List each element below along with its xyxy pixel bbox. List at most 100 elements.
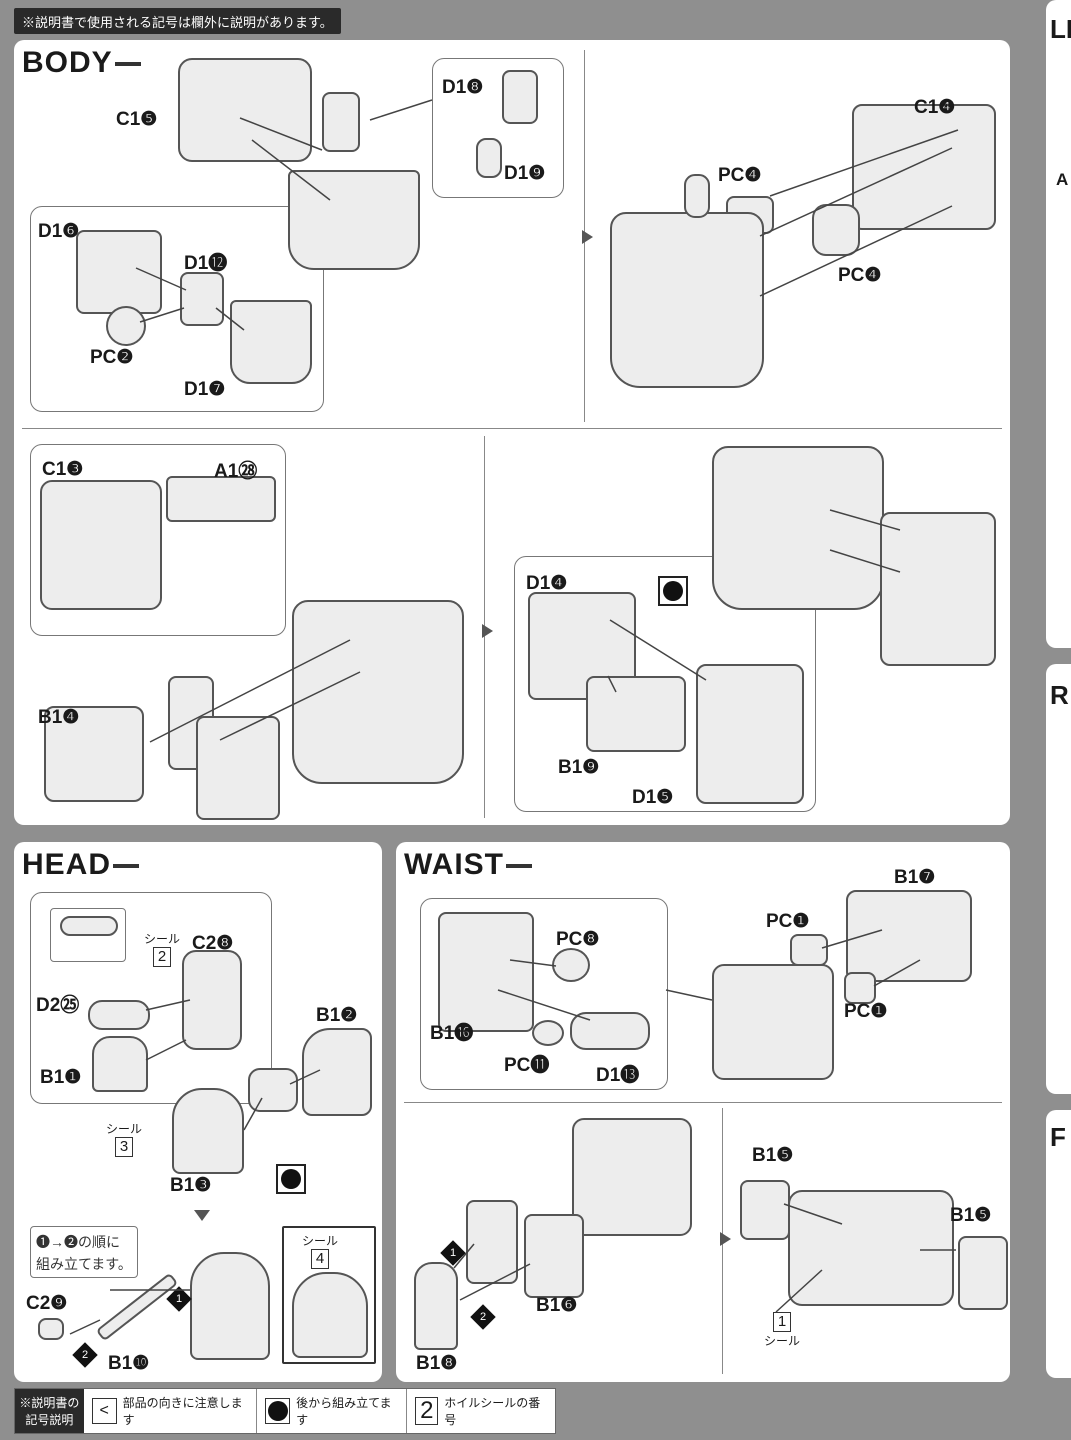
d19-part xyxy=(476,138,502,178)
strip-title-legs: LI xyxy=(1050,14,1071,44)
pc11-part xyxy=(532,1020,564,1046)
sticker-4-number: 4 xyxy=(311,1249,329,1269)
label-b16: B1❻ xyxy=(536,1295,578,1316)
label-d17: D1❼ xyxy=(184,379,226,400)
step-arrow-head xyxy=(194,1210,210,1221)
c15-part xyxy=(178,58,312,162)
torso-back-part xyxy=(712,446,884,610)
build-later-icon-head xyxy=(276,1164,306,1194)
label-b11: B1❶ xyxy=(40,1067,82,1088)
build-later-icon xyxy=(265,1398,291,1424)
label-pc1-lower: PC❶ xyxy=(844,1001,888,1022)
b116-frame-part xyxy=(438,912,534,1032)
label-d113: D1⓭ xyxy=(596,1065,640,1086)
legend-item-orientation-text: 部品の向きに注意します xyxy=(122,1396,243,1427)
label-c15: C1❺ xyxy=(116,109,158,130)
label-b17: B1❼ xyxy=(894,867,936,888)
label-b110: B1❿ xyxy=(108,1353,150,1374)
sticker-3-number: 3 xyxy=(115,1137,133,1157)
body-divider-h xyxy=(22,428,1002,429)
c13-part xyxy=(40,480,162,610)
body-title-text: BODY xyxy=(22,46,113,79)
d112-part xyxy=(180,272,224,326)
waist-section-title: WAIST xyxy=(404,848,532,882)
orientation-icon: < xyxy=(91,1398,117,1424)
order-note-line1: ❶→❷の順に xyxy=(36,1234,120,1250)
label-d15: D1❺ xyxy=(632,787,674,808)
torso-step3-part xyxy=(292,600,464,784)
b18-part xyxy=(414,1262,458,1350)
backpack-part xyxy=(880,512,996,666)
head-back-part xyxy=(292,1272,368,1358)
waist-final-part xyxy=(788,1190,954,1306)
pc1-upper-part xyxy=(790,934,828,966)
label-pc2: PC❷ xyxy=(90,347,134,368)
c29-part xyxy=(38,1318,64,1340)
label-b18: B1❽ xyxy=(416,1353,458,1374)
legend-item-later-text: 後から組み立てます xyxy=(296,1396,392,1427)
waist-title-text: WAIST xyxy=(404,848,504,881)
order-note-box xyxy=(30,1226,138,1278)
sticker-1-number: 1 xyxy=(773,1312,791,1332)
b11-part xyxy=(92,1036,148,1092)
shoulder-front-part xyxy=(196,716,280,820)
d15-part xyxy=(696,664,804,804)
label-c28: C2❽ xyxy=(192,933,234,954)
label-d112: D1⓬ xyxy=(184,253,228,274)
sticker-4-word: シール xyxy=(302,1234,339,1248)
label-c14: C1❹ xyxy=(914,97,956,118)
step-arrow-body1 xyxy=(582,230,593,244)
next-page-strip-top xyxy=(1046,0,1071,648)
b14-part xyxy=(44,706,144,802)
sticker-3-word: シール xyxy=(106,1122,143,1136)
label-b19: B1❾ xyxy=(558,757,600,778)
symbol-legend: ※説明書の記号説明 < 部品の向きに注意します 後から組み立てます 2 ホイルシ… xyxy=(14,1388,556,1434)
legend-item-sticker: 2 ホイルシールの番号 xyxy=(407,1389,555,1433)
label-pc4-upper: PC❹ xyxy=(718,165,762,186)
label-b116-callout: B1⓰ xyxy=(430,1023,474,1044)
torso-assembly-part xyxy=(610,212,764,388)
body-chest-lower xyxy=(288,170,420,270)
label-pc8: PC❽ xyxy=(556,929,600,950)
waist-step2-block xyxy=(572,1118,692,1236)
head-joint-part xyxy=(248,1068,298,1112)
pc4-lower-part xyxy=(812,204,860,256)
build-later-icon-body xyxy=(658,576,688,606)
visor-part xyxy=(60,916,118,936)
b19-part xyxy=(586,676,686,752)
b13-part xyxy=(172,1088,244,1174)
pc1-lower-part xyxy=(844,972,876,1004)
body-section-title: BODY xyxy=(22,46,141,80)
sticker-1-word: シール xyxy=(764,1334,801,1348)
d18-callout-part xyxy=(502,70,538,124)
label-d19: D1❾ xyxy=(504,163,546,184)
step-arrow-body3 xyxy=(482,624,493,638)
sticker-2-number: 2 xyxy=(153,947,171,967)
next-page-strip-mid xyxy=(1046,664,1071,1094)
sticker-2-word: シール xyxy=(144,932,181,946)
neck-joint-part xyxy=(684,174,710,218)
b16-left-part xyxy=(466,1200,518,1284)
strip-label-a: A xyxy=(1056,170,1069,189)
pc2-part xyxy=(106,306,146,346)
label-pc11: PC⓫ xyxy=(504,1055,550,1076)
label-c29: C2❾ xyxy=(26,1293,68,1314)
c14-part xyxy=(852,104,996,230)
label-a128: A1㉘ xyxy=(214,461,258,482)
next-page-strip-bottom xyxy=(1046,1110,1071,1378)
sticker-number-icon: 2 xyxy=(415,1397,439,1425)
legend-item-later: 後から組み立てます xyxy=(257,1389,408,1433)
d17-part xyxy=(230,300,312,384)
label-b15-right: B1❺ xyxy=(950,1205,992,1226)
head-assembled-part xyxy=(190,1252,270,1360)
label-b12: B1❷ xyxy=(316,1005,358,1026)
label-b14: B1❹ xyxy=(38,707,80,728)
label-d16: D1❻ xyxy=(38,221,80,242)
waist-divider-h xyxy=(404,1102,1002,1103)
d225-part xyxy=(88,1000,150,1030)
step-arrow-waist xyxy=(720,1232,731,1246)
d18-joint-part xyxy=(322,92,360,152)
label-d225: D2㉕ xyxy=(36,995,80,1016)
